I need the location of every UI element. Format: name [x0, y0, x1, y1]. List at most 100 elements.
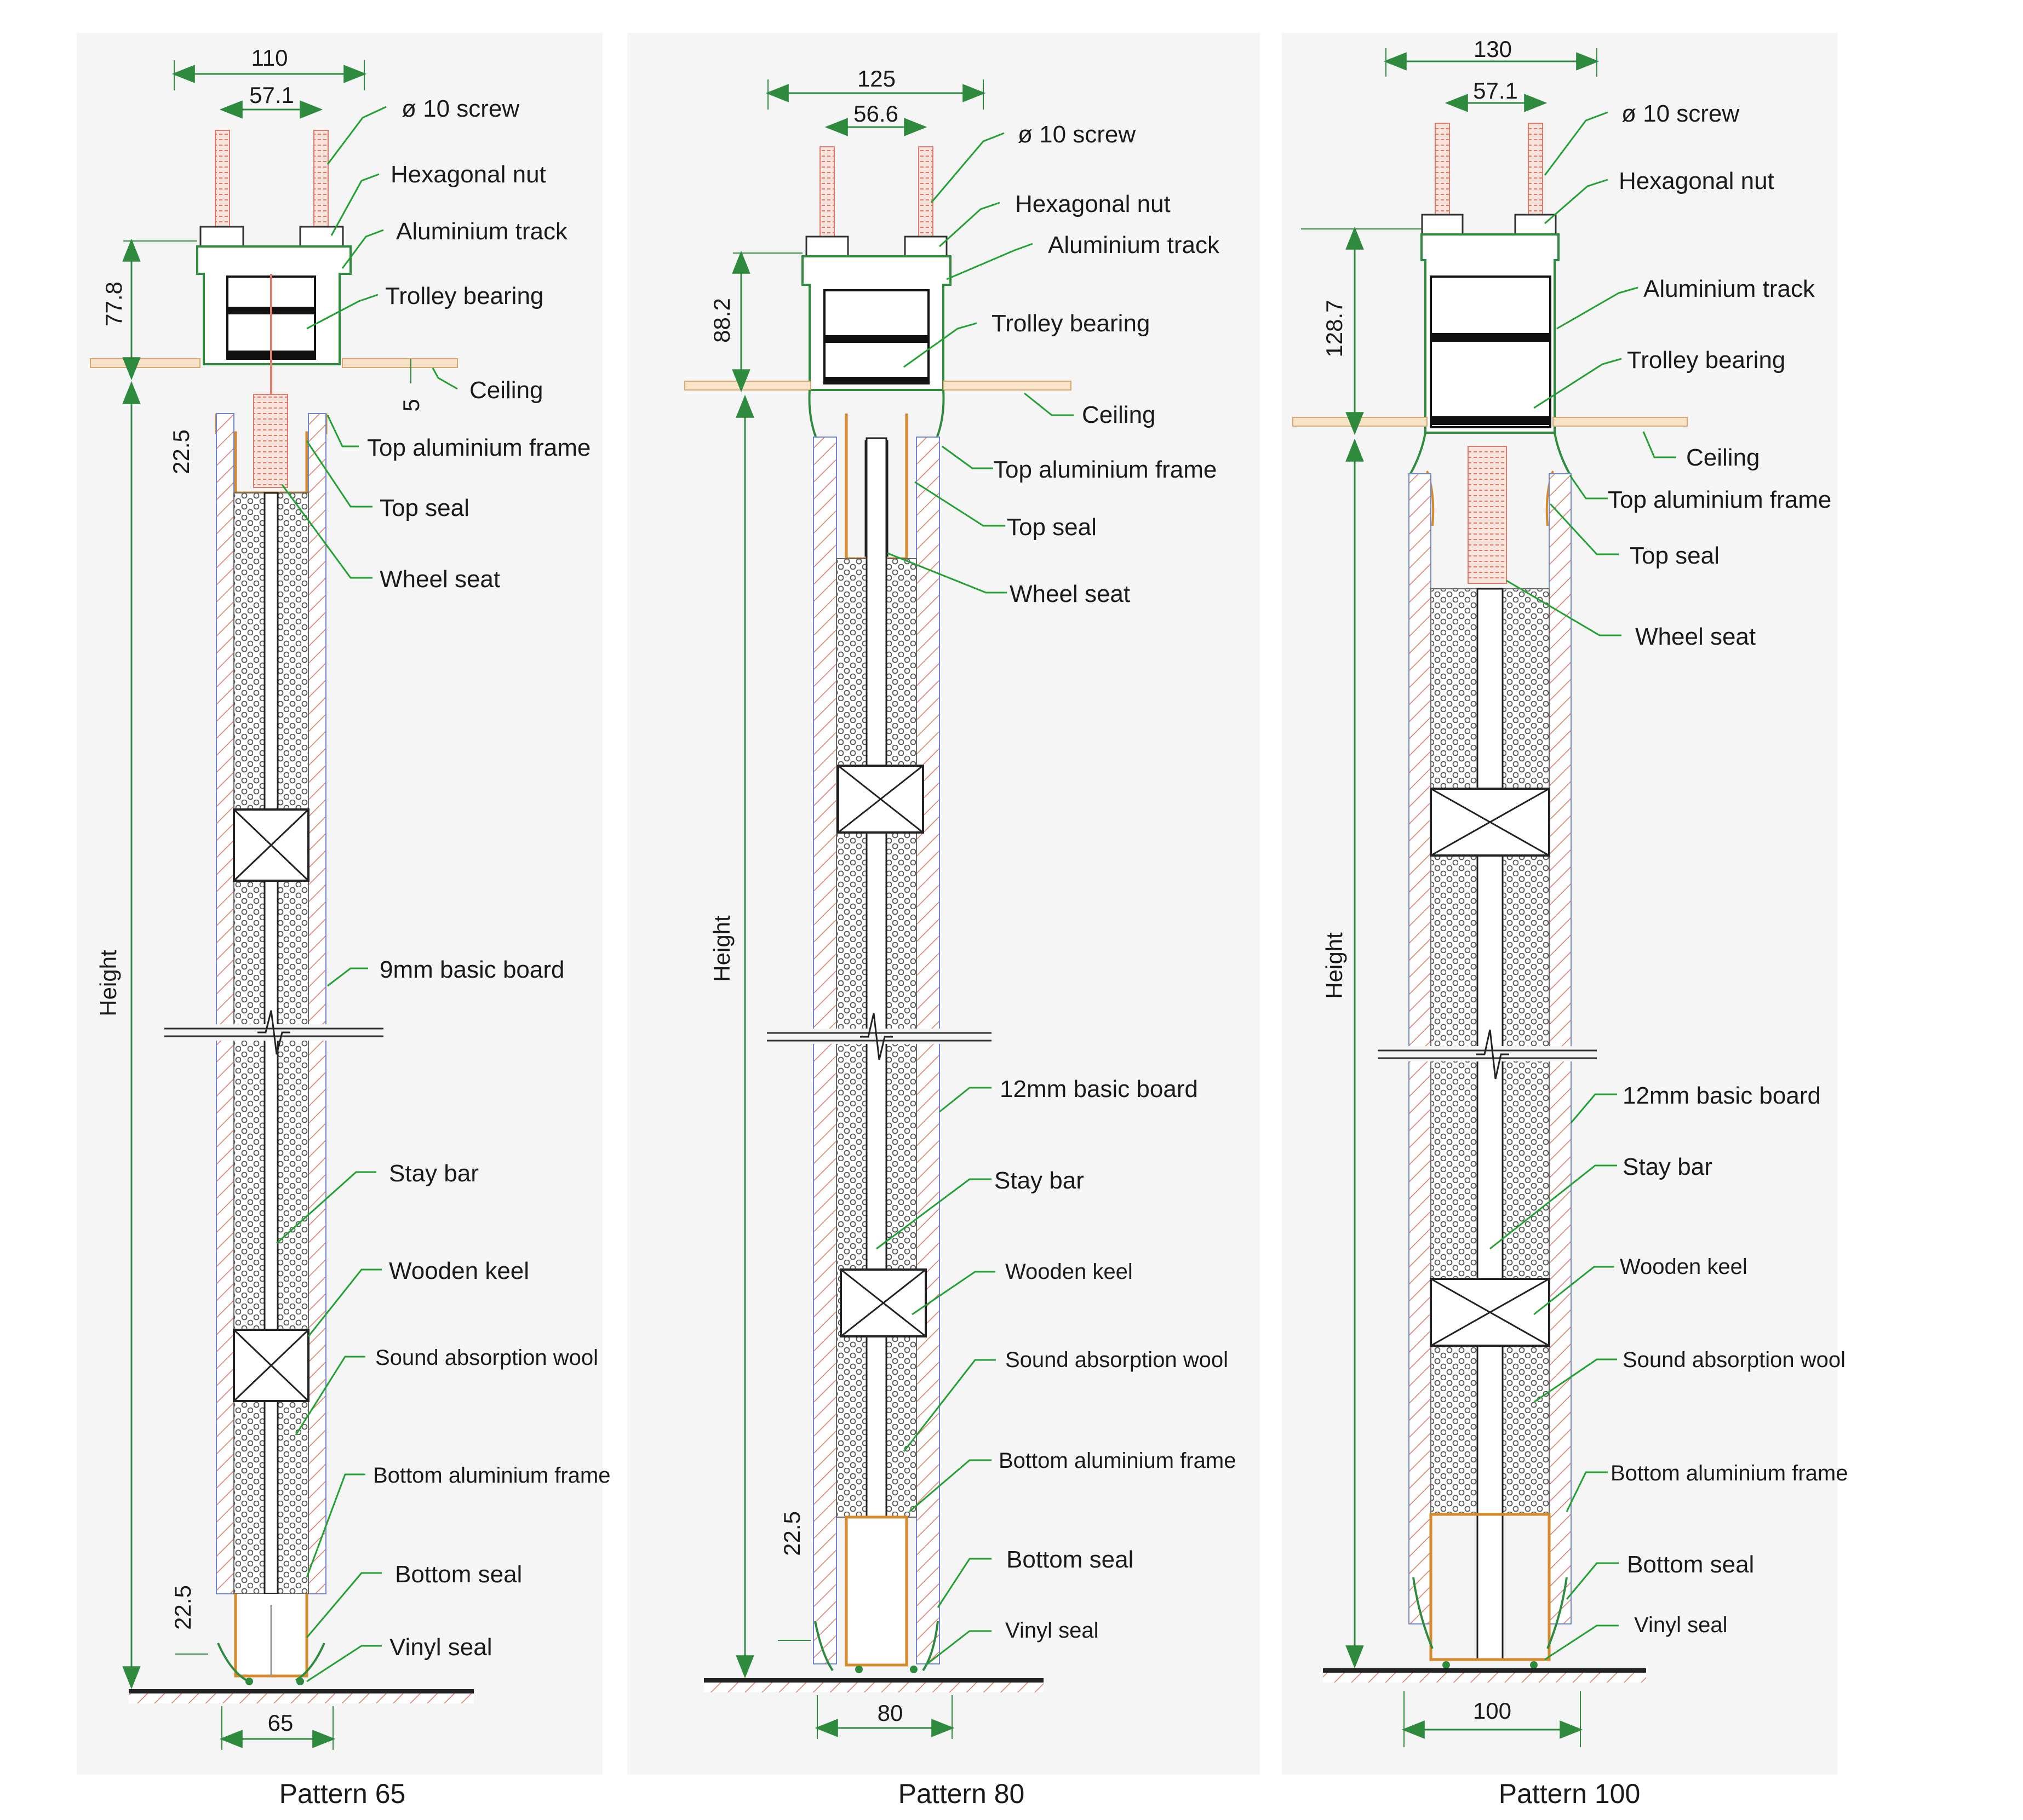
pattern-65-screw-left — [215, 130, 230, 229]
pattern-100-wheel-seat — [1468, 446, 1507, 584]
pattern-80-dim-bottom-frame: 22.5 — [779, 1511, 805, 1556]
pattern-80-dim-track-height: 88.2 — [709, 298, 735, 343]
pattern-100-label-vinyl: Vinyl seal — [1634, 1613, 1727, 1637]
pattern-65-label-nut: Hexagonal nut — [391, 161, 546, 188]
pattern-100-label-wool: Sound absorption wool — [1623, 1348, 1846, 1372]
pattern-80-board-left — [813, 437, 837, 1664]
pattern-65-wool-right — [277, 492, 309, 1594]
pattern-80-nut-left — [805, 236, 849, 257]
pattern-65-label-track: Aluminium track — [396, 218, 568, 245]
pattern-65-label-top-frame: Top aluminium frame — [367, 434, 591, 461]
pattern-80-label-screw: ø 10 screw — [1018, 121, 1136, 148]
pattern-65-dim-top-inner: 57.1 — [249, 82, 294, 108]
pattern-100-section: 130 57.1 128.7 — [1292, 36, 1848, 1809]
pattern-80-screw-right — [918, 146, 933, 239]
pattern-80-label-vinyl: Vinyl seal — [1005, 1618, 1098, 1643]
pattern-100-break-line — [1378, 1029, 1597, 1080]
pattern-65-wooden-keel-lower — [233, 1329, 310, 1402]
pattern-100-trolley-bearing — [1430, 275, 1551, 428]
pattern-80-label-board: 12mm basic board — [1000, 1076, 1198, 1103]
pattern-65-label-bottom-frame: Bottom aluminium frame — [373, 1463, 610, 1488]
pattern-80-dim-width: 80 — [878, 1700, 903, 1726]
pattern-100-screw-right — [1528, 123, 1543, 217]
pattern-80-dim-top-overall: 125 — [857, 66, 896, 91]
pattern-100-ceiling-right — [1552, 417, 1688, 427]
pattern-80-board-right — [916, 437, 940, 1664]
pattern-65-label-vinyl: Vinyl seal — [389, 1634, 492, 1661]
pattern-100-dim-track-height: 128.7 — [1321, 300, 1347, 357]
pattern-80-ceiling-right — [943, 381, 1071, 391]
pattern-80-bottom-aluminium-frame — [845, 1515, 908, 1667]
pattern-65-dim-height: Height — [95, 950, 121, 1017]
pattern-65-dim-bottom-frame: 22.5 — [170, 1585, 196, 1630]
pattern-100-nut-right — [1514, 214, 1557, 236]
pattern-100-dim-width: 100 — [1473, 1698, 1511, 1724]
pattern-100-stay-bar — [1476, 588, 1504, 1661]
pattern-100-label-nut: Hexagonal nut — [1619, 168, 1774, 194]
pattern-65-wool-left — [233, 492, 265, 1594]
pattern-80-label-wheel-seat: Wheel seat — [1010, 581, 1130, 607]
pattern-65-screw-right — [313, 130, 329, 229]
pattern-100-label-trolley: Trolley bearing — [1627, 347, 1785, 374]
pattern-80-vinyl-seal — [814, 1621, 939, 1672]
pattern-65-label-trolley: Trolley bearing — [385, 283, 543, 309]
pattern-100-wooden-keel-upper — [1430, 788, 1550, 857]
pattern-65-label-keel: Wooden keel — [389, 1258, 529, 1284]
pattern-65-label-ceiling: Ceiling — [469, 377, 543, 404]
pattern-80-label-wool: Sound absorption wool — [1005, 1348, 1228, 1372]
pattern-65-wooden-keel-upper — [233, 808, 310, 882]
pattern-80-label-ceiling: Ceiling — [1082, 401, 1156, 428]
pattern-65-label-stay-bar: Stay bar — [389, 1160, 479, 1187]
pattern-65-ceiling-right — [342, 358, 458, 368]
pattern-80-label-trolley: Trolley bearing — [992, 310, 1150, 337]
pattern-100-label-board: 12mm basic board — [1623, 1082, 1821, 1109]
pattern-65-board-right — [308, 413, 326, 1594]
pattern-100-label-track: Aluminium track — [1643, 275, 1815, 302]
pattern-65-dim-track-height: 77.8 — [101, 282, 127, 326]
pattern-80-top-aluminium-frame — [808, 389, 945, 439]
pattern-80-stay-bar — [866, 437, 887, 1658]
pattern-65-ceiling-left — [90, 358, 200, 368]
pattern-100-screw-left — [1435, 123, 1450, 217]
pattern-100-caption: Pattern 100 — [1499, 1778, 1641, 1809]
pattern-80-wooden-keel-upper — [837, 765, 924, 834]
pattern-65-break-line — [164, 1010, 383, 1055]
pattern-65-label-wheel-seat: Wheel seat — [380, 566, 500, 593]
pattern-80-dim-top-inner: 56.6 — [853, 101, 898, 127]
pattern-100-dim-height: Height — [1321, 932, 1347, 999]
pattern-80-label-top-seal: Top seal — [1007, 514, 1097, 541]
pattern-80-label-nut: Hexagonal nut — [1015, 191, 1171, 217]
pattern-80-dim-height: Height — [709, 915, 735, 982]
pattern-100-label-stay-bar: Stay bar — [1623, 1153, 1712, 1180]
pattern-80-label-bottom-frame: Bottom aluminium frame — [999, 1449, 1236, 1473]
pattern-80-label-stay-bar: Stay bar — [994, 1167, 1084, 1194]
pattern-100-bottom-aluminium-frame — [1429, 1513, 1551, 1661]
pattern-65-caption: Pattern 65 — [279, 1778, 406, 1809]
pattern-80-ceiling-left — [684, 381, 811, 391]
pattern-65-dim-top-frame: 22.5 — [168, 429, 194, 474]
pattern-100-dim-top-overall: 130 — [1474, 36, 1512, 62]
pattern-100-label-top-frame: Top aluminium frame — [1608, 486, 1831, 513]
pattern-100-label-bottom-frame: Bottom aluminium frame — [1611, 1461, 1848, 1485]
pattern-100-label-bottom-seal: Bottom seal — [1627, 1551, 1754, 1578]
pattern-80-wooden-keel-lower — [840, 1268, 927, 1337]
pattern-100-label-screw: ø 10 screw — [1621, 100, 1739, 127]
pattern-80-label-track: Aluminium track — [1048, 232, 1220, 259]
pattern-100-label-ceiling: Ceiling — [1686, 444, 1760, 471]
pattern-65-label-screw: ø 10 screw — [402, 95, 519, 122]
pattern-80-label-bottom-seal: Bottom seal — [1006, 1546, 1133, 1573]
pattern-80-break-line — [767, 1013, 992, 1060]
pattern-65-label-top-seal: Top seal — [380, 495, 469, 521]
pattern-100-nut-left — [1421, 214, 1464, 236]
pattern-100-top-aluminium-frame — [1408, 432, 1572, 477]
pattern-100-wooden-keel-lower — [1430, 1278, 1550, 1347]
pattern-65-nut-left — [199, 226, 244, 248]
pattern-100-label-keel: Wooden keel — [1620, 1255, 1747, 1279]
pattern-100-vinyl-seal — [1412, 1577, 1568, 1649]
pattern-65-label-wool: Sound absorption wool — [375, 1346, 598, 1370]
pattern-80-section: 125 56.6 88.2 — [684, 66, 1236, 1809]
pattern-80-label-top-frame: Top aluminium frame — [993, 456, 1217, 483]
pattern-65-nut-right — [299, 226, 344, 248]
